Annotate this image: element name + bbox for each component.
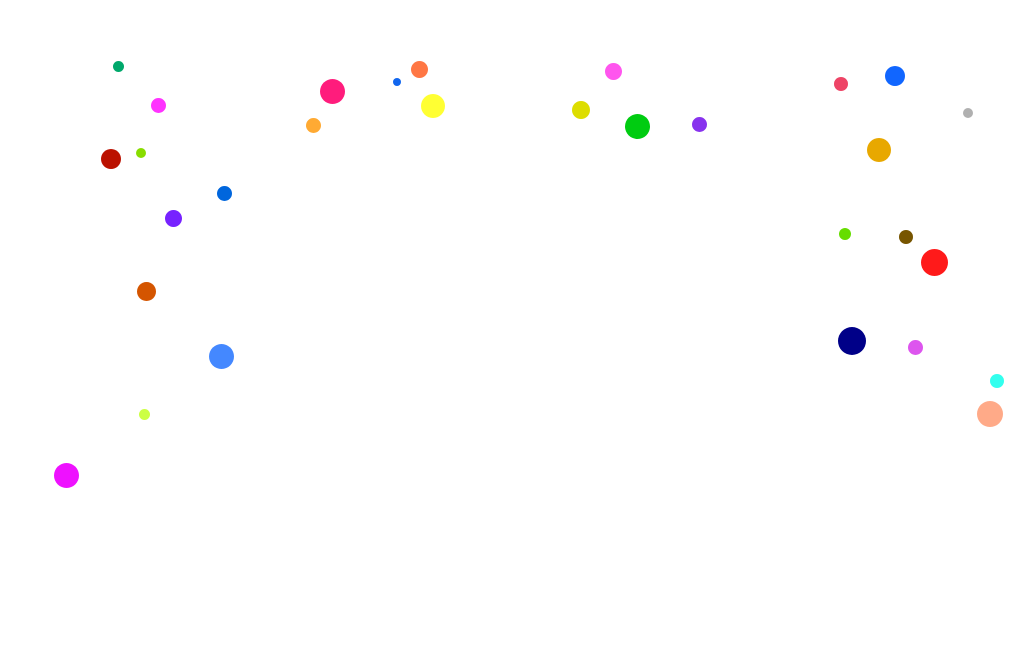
game-dot[interactable] [393, 78, 401, 86]
game-dot[interactable] [138, 408, 150, 420]
game-dot[interactable] [963, 108, 973, 118]
game-dot[interactable] [867, 138, 891, 162]
game-dot[interactable] [604, 62, 622, 80]
game-dot[interactable] [305, 117, 321, 133]
game-dot[interactable] [136, 281, 156, 301]
game-dot[interactable] [624, 113, 650, 139]
game-dot[interactable] [319, 78, 345, 104]
game-dot[interactable] [136, 148, 146, 158]
game-dot[interactable] [410, 60, 428, 78]
game-dot[interactable] [150, 97, 166, 113]
game-dot[interactable] [691, 116, 707, 132]
game-dot[interactable] [907, 339, 923, 355]
game-dot[interactable] [977, 401, 1003, 427]
game-dot[interactable] [920, 248, 948, 276]
game-dot[interactable] [421, 94, 445, 118]
game-dot[interactable] [839, 228, 851, 240]
game-dot[interactable] [834, 77, 848, 91]
game-dot[interactable] [53, 462, 79, 488]
game-dot[interactable] [990, 374, 1004, 388]
game-dot[interactable] [164, 209, 182, 227]
game-dot[interactable] [838, 327, 866, 355]
game-dot[interactable] [112, 60, 124, 72]
game-dot[interactable] [572, 101, 590, 119]
game-dot[interactable] [216, 185, 232, 201]
game-dot[interactable] [208, 343, 234, 369]
game-dot[interactable] [899, 230, 913, 244]
game-dot[interactable] [885, 66, 905, 86]
game-dot[interactable] [101, 149, 121, 169]
